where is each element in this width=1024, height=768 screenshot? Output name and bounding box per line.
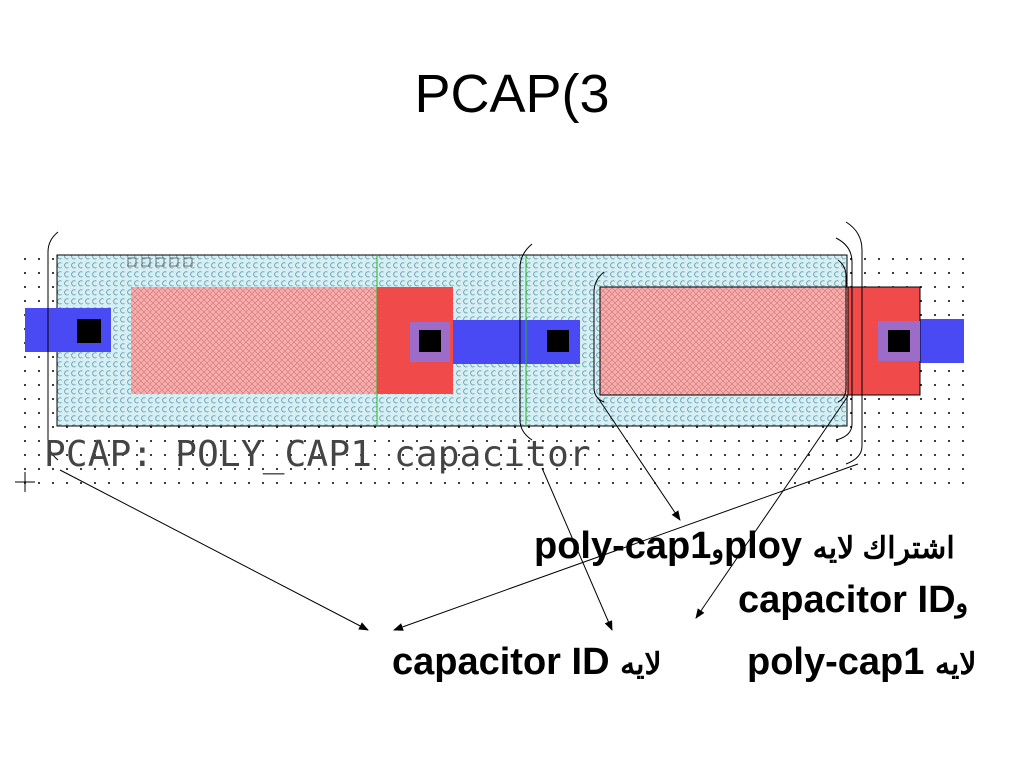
note-line-3-left: capacitor ID لايه	[392, 640, 662, 687]
bracket-mid-left	[519, 243, 533, 441]
poly-plate-right	[599, 286, 849, 396]
arrow-plate-to-shared	[597, 397, 681, 521]
note-line-3-right-term: poly-cap1	[747, 641, 925, 683]
contact-4	[888, 330, 910, 352]
contact-3	[547, 330, 569, 352]
cell-label: PCAP: POLY_CAP1 capacitor	[44, 434, 591, 475]
contact-1	[77, 319, 101, 343]
note-line-2: capacitor IDو	[738, 578, 968, 625]
bracket-outer-left	[47, 231, 59, 461]
bracket-inner-right-1	[835, 237, 853, 441]
note-line-1: poly-cap1وploy اشتراك لايه	[534, 524, 955, 571]
note-line-1-terms: poly-cap1	[534, 525, 712, 567]
note-line-3-right-ar: لايه	[934, 648, 977, 681]
note-line-1-ar: اشتراك لايه	[812, 532, 955, 565]
bracket-outer-right	[845, 221, 863, 465]
cell-marker-glyphs	[127, 257, 193, 267]
arrow-right-to-capid	[393, 463, 859, 631]
arrow-mid-to-polycap	[541, 467, 613, 631]
note-line-2-term: capacitor ID	[738, 579, 956, 621]
note-line-3-left-ar: لايه	[620, 648, 662, 681]
arrow-red-to-shared	[695, 395, 849, 619]
slide-title: PCAP(3	[414, 64, 610, 124]
note-line-3-left-term: capacitor ID	[392, 641, 610, 683]
contact-2	[419, 330, 441, 352]
annotation-arrows	[59, 395, 859, 631]
note-line-3-right: poly-cap1 لايه	[747, 640, 977, 687]
note-line-2-and: و	[955, 588, 969, 618]
origin-cross-icon	[15, 472, 35, 492]
bracket-plate-right	[837, 259, 847, 403]
note-line-1-ploy: ploy	[723, 525, 803, 567]
arrow-left-to-capid	[59, 469, 369, 631]
note-line-1-and: و	[711, 534, 724, 564]
